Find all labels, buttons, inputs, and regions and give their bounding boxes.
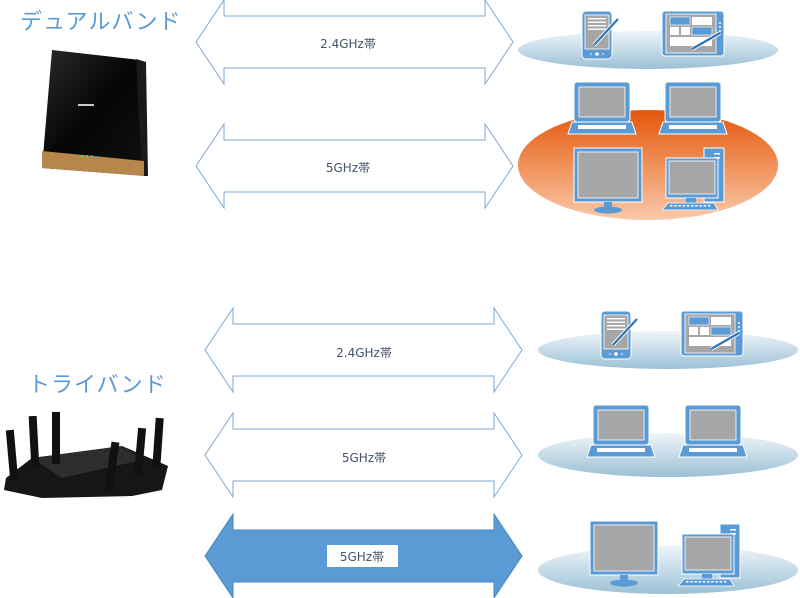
tri-band-label-box (327, 545, 398, 567)
smartphone-icon (581, 10, 620, 60)
tri-band-label-2-4ghz: 2.4GHz帯 (336, 346, 392, 360)
arrow-dual-2-4ghz (195, 0, 514, 86)
tablet-icon (680, 310, 744, 357)
tri-band-title: トライバンド (28, 373, 167, 398)
smartphone-icon (600, 310, 639, 360)
tri-band-label-5ghz-2: 5GHz帯 (339, 550, 385, 564)
laptop-icon (678, 404, 748, 458)
platform-desktop-tri (538, 546, 798, 594)
dual-band-label-2-4ghz: 2.4GHz帯 (320, 37, 376, 51)
tablet-icon (661, 10, 725, 57)
tri-band-router-image (4, 412, 168, 498)
laptop-icon (586, 404, 656, 458)
arrow-dual-5ghz (195, 122, 514, 210)
tri-band-label-5ghz-1: 5GHz帯 (341, 451, 387, 465)
platform-mobile-dual (518, 31, 778, 69)
platform-mobile-tri (538, 331, 798, 369)
arrow-tri-5ghz-1 (204, 411, 523, 499)
desktop-pc-icon (661, 147, 725, 211)
dual-band-label-5ghz: 5GHz帯 (325, 161, 371, 175)
dual-band-router-image (42, 50, 148, 176)
monitor-icon (573, 147, 643, 214)
platform-pc-dual-highlight (518, 110, 778, 220)
laptop-icon (658, 81, 728, 135)
dual-band-title: デュアルバンド (20, 10, 182, 35)
monitor-icon (589, 520, 659, 587)
arrow-tri-2-4ghz (204, 306, 523, 394)
desktop-pc-icon (677, 523, 741, 587)
platform-laptop-tri (538, 433, 798, 477)
laptop-icon (567, 81, 637, 135)
